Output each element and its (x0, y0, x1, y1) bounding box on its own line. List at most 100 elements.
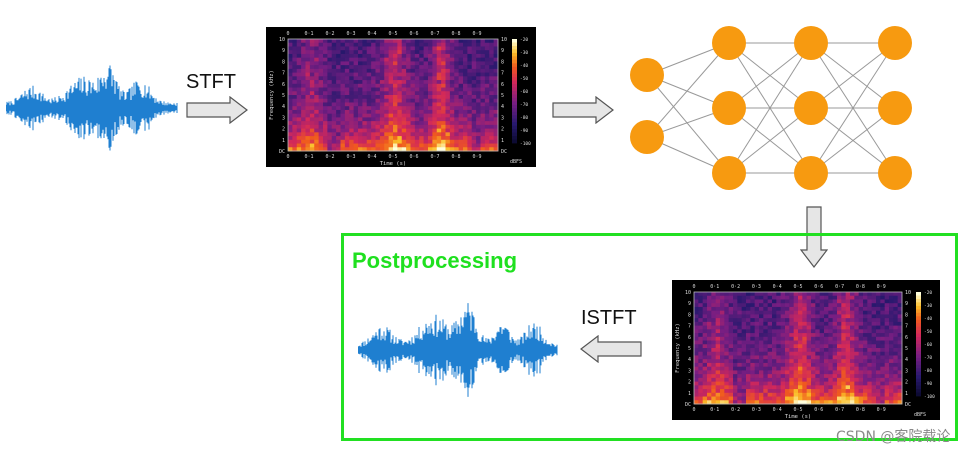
colorbar-tick-label: -60 (520, 89, 528, 95)
time-tick-label: 0·5 (388, 154, 397, 160)
network-edge (728, 42, 812, 174)
time-tick-label: 0·9 (472, 154, 481, 160)
time-tick-label: 0·9 (877, 284, 886, 290)
freq-tick-label: 7 (282, 71, 285, 77)
freq-tick-label: DC (905, 402, 911, 408)
time-tick-label: 0·7 (835, 284, 844, 290)
time-tick-label: 0·6 (814, 407, 823, 413)
time-tick-label: 0·6 (814, 284, 823, 290)
y-axis-label: Frequency (kHz) (269, 70, 275, 120)
postprocessing-title: Postprocessing (352, 248, 518, 273)
time-tick-label: 0 (692, 284, 695, 290)
freq-tick-label: 4 (501, 104, 504, 110)
colorbar-tick-label: -50 (520, 76, 528, 82)
colorbar-tick-label: -40 (520, 63, 528, 69)
to-network-arrow (552, 96, 614, 124)
istft-label: ISTFT (581, 307, 637, 329)
network-edge (728, 107, 812, 174)
freq-tick-label: 5 (282, 93, 285, 99)
freq-tick-label: 7 (688, 324, 691, 330)
time-tick-label: 0·5 (793, 284, 802, 290)
time-tick-label: 0·6 (409, 31, 418, 37)
freq-tick-label: 9 (282, 48, 285, 54)
time-tick-label: 0·9 (472, 31, 481, 37)
freq-tick-label: 10 (279, 37, 285, 43)
time-tick-label: 0·2 (325, 31, 334, 37)
colorbar-tick-label: -20 (520, 37, 528, 43)
freq-tick-label: 5 (905, 346, 908, 352)
colorbar-tick-label: -80 (924, 368, 932, 374)
freq-tick-label: 7 (905, 324, 908, 330)
time-tick-label: 0·4 (773, 407, 782, 413)
freq-tick-label: 4 (282, 104, 285, 110)
istft-arrow (580, 335, 642, 363)
colorbar-tick-label: -30 (924, 303, 932, 309)
y-axis-label: Frequency (kHz) (675, 323, 681, 373)
network-node (794, 26, 828, 60)
freq-tick-label: 10 (501, 37, 507, 43)
freq-tick-label: 3 (905, 368, 908, 374)
time-tick-label: 0·4 (367, 154, 376, 160)
freq-tick-label: 1 (688, 391, 691, 397)
stft-label: STFT (186, 71, 236, 93)
time-tick-label: 0·5 (793, 407, 802, 413)
freq-tick-label: DC (279, 149, 285, 155)
colorbar-tick-label: -50 (924, 329, 932, 335)
time-tick-label: 0 (692, 407, 695, 413)
freq-tick-label: 6 (282, 82, 285, 88)
colorbar-tick-label: -70 (520, 102, 528, 108)
network-node (878, 156, 912, 190)
time-tick-label: 0·2 (731, 284, 740, 290)
freq-tick-label: 7 (501, 71, 504, 77)
time-tick-label: 0·7 (430, 154, 439, 160)
network-node (794, 156, 828, 190)
colorbar-tick-label: -90 (924, 381, 932, 387)
freq-tick-label: 8 (688, 312, 691, 318)
colorbar-tick-label: -60 (924, 342, 932, 348)
freq-tick-label: 1 (905, 391, 908, 397)
freq-tick-label: 4 (905, 357, 908, 363)
time-tick-label: 0 (286, 31, 289, 37)
network-node (794, 91, 828, 125)
colorbar-tick-label: -40 (924, 316, 932, 322)
network-edge (646, 74, 730, 174)
freq-tick-label: 6 (501, 82, 504, 88)
watermark: CSDN @客院载论 (836, 429, 951, 445)
colorbar-tick-label: -100 (520, 141, 531, 147)
network-edge (810, 42, 896, 109)
time-tick-label: 0·8 (856, 284, 865, 290)
colorbar-unit: dBFS (510, 159, 522, 165)
network-node (712, 26, 746, 60)
time-tick-label: 0·3 (752, 407, 761, 413)
time-tick-label: 0·1 (304, 154, 313, 160)
freq-tick-label: 8 (501, 59, 504, 65)
freq-tick-label: DC (685, 402, 691, 408)
freq-tick-label: 5 (688, 346, 691, 352)
freq-tick-label: 3 (688, 368, 691, 374)
network-edge (728, 42, 812, 109)
time-tick-label: 0 (286, 154, 289, 160)
colorbar-tick-label: -30 (520, 50, 528, 56)
network-edge (646, 42, 730, 138)
freq-tick-label: 4 (688, 357, 691, 363)
freq-tick-label: 2 (905, 380, 908, 386)
freq-tick-label: 10 (685, 290, 691, 296)
network-node (630, 120, 664, 154)
down-arrow (800, 206, 828, 268)
stft-arrow (186, 96, 248, 124)
spectrogram-heatmap (694, 292, 903, 405)
freq-tick-label: 10 (905, 290, 911, 296)
network-node (878, 91, 912, 125)
time-tick-label: 0·3 (346, 31, 355, 37)
freq-tick-label: 9 (688, 301, 691, 307)
time-tick-label: 0·5 (388, 31, 397, 37)
network-node (878, 26, 912, 60)
freq-tick-label: 2 (688, 380, 691, 386)
time-tick-label: 0·1 (710, 407, 719, 413)
freq-tick-label: 2 (501, 127, 504, 133)
freq-tick-label: 5 (501, 93, 504, 99)
freq-tick-label: 8 (905, 312, 908, 318)
colorbar (916, 292, 921, 397)
colorbar-tick-label: -70 (924, 355, 932, 361)
